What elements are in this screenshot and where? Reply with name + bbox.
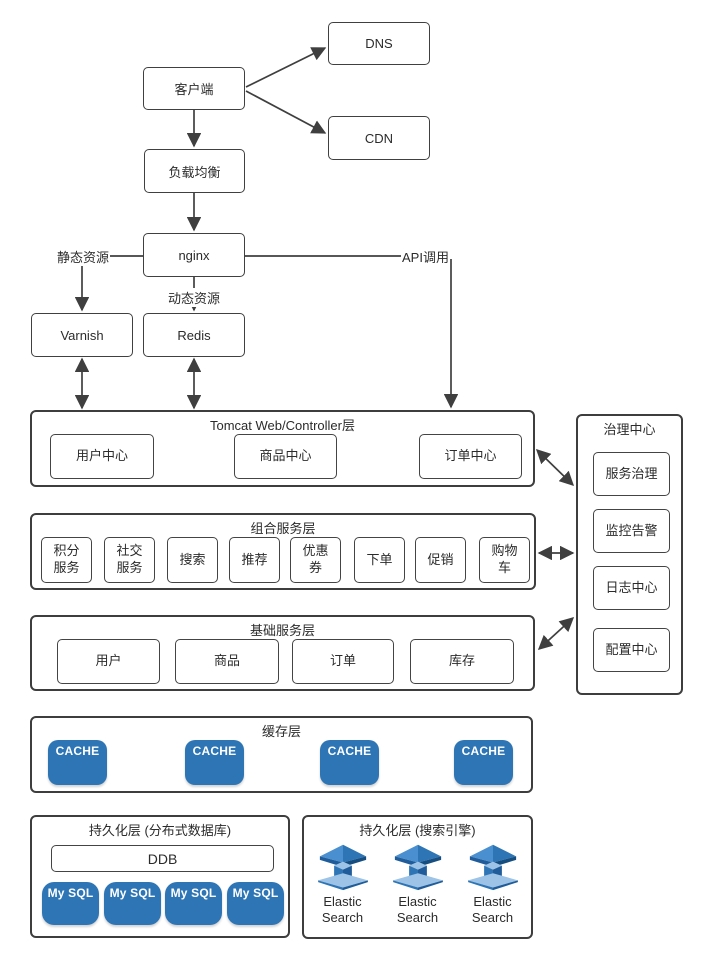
box-config-center: 配置中心 [593, 628, 670, 672]
elastic-search-label: Elastic Search [396, 894, 439, 926]
box-order: 订单 [292, 639, 394, 684]
layer-tomcat: Tomcat Web/Controller层 用户中心 商品中心 订单中心 [30, 410, 535, 487]
node-client: 客户端 [143, 67, 245, 110]
box-place-order-service: 下单 [354, 537, 405, 583]
node-nginx: nginx [143, 233, 245, 277]
node-cdn: CDN [328, 116, 430, 160]
elastic-search-row: Elastic Search Elastic Search [304, 843, 531, 927]
box-product-center: 商品中心 [234, 434, 337, 479]
elastic-search-icon [392, 844, 443, 891]
elastic-search-icon [317, 844, 368, 891]
box-mysql-4: My SQL [227, 882, 284, 925]
layer-composite-title: 组合服务层 [250, 521, 316, 536]
box-cache-1: CACHE [48, 740, 107, 785]
layer-persistence-db: 持久化层 (分布式数据库) DDB My SQL My SQL My SQL M… [30, 815, 290, 938]
arrow-client-to-dns [245, 47, 327, 88]
arrow-base-governance [537, 617, 575, 650]
box-mysql-2: My SQL [104, 882, 161, 925]
layer-governance: 治理中心 服务治理 监控告警 日志中心 配置中心 [576, 414, 683, 695]
layer-persistence-db-title: 持久化层 (分布式数据库) [88, 823, 232, 838]
layer-governance-title: 治理中心 [603, 422, 656, 437]
box-inventory: 库存 [410, 639, 514, 684]
box-user-center: 用户中心 [50, 434, 154, 479]
elastic-search-label: Elastic Search [321, 894, 364, 926]
box-cart-service: 购物车 [479, 537, 530, 583]
node-redis: Redis [143, 313, 245, 357]
box-mysql-1: My SQL [42, 882, 99, 925]
label-api-call: API调用 [401, 247, 450, 266]
node-varnish: Varnish [31, 313, 133, 357]
layer-base-title: 基础服务层 [249, 623, 315, 638]
box-recommend-service: 推荐 [229, 537, 280, 583]
box-social-service: 社交服务 [104, 537, 155, 583]
box-mysql-3: My SQL [165, 882, 222, 925]
layer-persistence-search: 持久化层 (搜索引擎) Elastic Search [302, 815, 533, 939]
box-user: 用户 [57, 639, 160, 684]
layer-cache: 缓存层 CACHE CACHE CACHE CACHE [30, 716, 533, 793]
arrow-client-to-cdn [245, 90, 327, 134]
layer-composite: 组合服务层 积分服务 社交服务 搜索 推荐 优惠券 下单 促销 购物车 [30, 513, 536, 590]
box-cache-2: CACHE [185, 740, 244, 785]
box-cache-4: CACHE [454, 740, 513, 785]
elastic-search-unit: Elastic Search [387, 843, 449, 927]
layer-tomcat-title: Tomcat Web/Controller层 [210, 418, 355, 433]
box-order-center: 订单中心 [419, 434, 522, 479]
layer-cache-title: 缓存层 [261, 724, 301, 739]
box-cache-3: CACHE [320, 740, 379, 785]
box-ddb: DDB [51, 845, 274, 872]
label-static-resources: 静态资源 [56, 247, 111, 266]
box-log-center: 日志中心 [593, 566, 670, 610]
box-promotion-service: 促销 [415, 537, 466, 583]
box-service-governance: 服务治理 [593, 452, 670, 496]
box-coupon-service: 优惠券 [290, 537, 341, 583]
arrow-tomcat-governance [535, 448, 575, 487]
layer-persistence-search-title: 持久化层 (搜索引擎) [359, 823, 476, 838]
label-dynamic-resources: 动态资源 [167, 288, 222, 307]
box-monitoring-alert: 监控告警 [593, 509, 670, 553]
elastic-search-unit: Elastic Search [312, 843, 374, 927]
box-search-service: 搜索 [167, 537, 218, 583]
elastic-search-unit: Elastic Search [462, 843, 524, 927]
node-dns: DNS [328, 22, 430, 65]
layer-base: 基础服务层 用户 商品 订单 库存 [30, 615, 535, 691]
box-product: 商品 [175, 639, 279, 684]
elastic-search-label: Elastic Search [471, 894, 514, 926]
box-points-service: 积分服务 [41, 537, 92, 583]
elastic-search-icon [467, 844, 518, 891]
node-load-balancer: 负载均衡 [144, 149, 245, 193]
